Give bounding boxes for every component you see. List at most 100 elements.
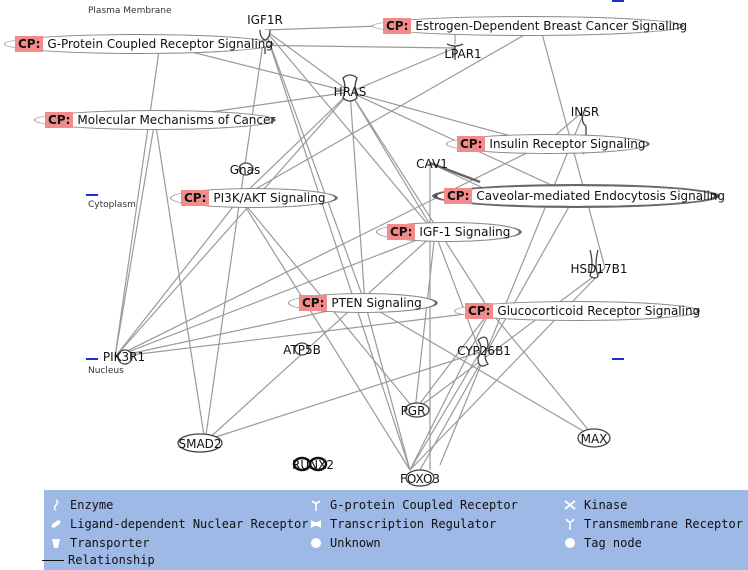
node-cav1[interactable]: CAV1 (416, 157, 448, 171)
pathway-caveolar-endocytosis[interactable]: CP: Caveolar-mediated Endocytosis Signal… (432, 184, 725, 208)
transmembrane-receptor-icon (564, 518, 576, 530)
pathway-pten[interactable]: CP: PTEN Signaling (288, 293, 438, 313)
hsd17b1-shape-icon (589, 249, 599, 279)
cp-tag: CP: (15, 36, 44, 52)
legend-item-gpcr: G-protein Coupled Receptor (310, 498, 518, 512)
edge (114, 232, 436, 358)
cp-tag: CP: (444, 188, 473, 204)
edge (349, 91, 491, 312)
legend-label: Kinase (584, 498, 628, 512)
kinase-icon (564, 499, 576, 511)
edge (114, 302, 366, 358)
smad2-shape-icon (177, 433, 223, 453)
node-gnas[interactable]: Gnas (229, 163, 261, 177)
pathway-label: G-Protein Coupled Receptor Signaling (47, 37, 273, 51)
edge (114, 43, 161, 358)
legend-item-unknown: Unknown (310, 536, 381, 550)
transcription-regulator-icon (310, 518, 322, 530)
edge (409, 310, 491, 471)
region-nucleus: Nucleus (88, 366, 124, 376)
pathway-label: Insulin Receptor Signaling (489, 137, 646, 151)
cp-tag: CP: (181, 190, 210, 206)
foxo3-shape-icon (405, 469, 435, 487)
node-runx2[interactable]: RUNX2 (292, 458, 334, 472)
max-shape-icon (577, 428, 611, 448)
node-max[interactable]: MAX (580, 432, 608, 446)
node-lpar1[interactable]: LPAR1 (444, 47, 482, 61)
region-plasma-membrane: Plasma Membrane (88, 6, 172, 16)
legend-item-transcription: Transcription Regulator (310, 517, 496, 531)
edge (114, 91, 351, 358)
tag-node-icon (564, 537, 576, 549)
gpcr-icon (310, 499, 322, 511)
cp-tag: CP: (383, 18, 412, 34)
pathway-pi3k-akt[interactable]: CP: PI3K/AKT Signaling (170, 188, 338, 208)
legend-label: Enzyme (70, 498, 114, 512)
node-insr[interactable]: INSR (570, 105, 600, 119)
pathway-gpcr[interactable]: CP: G-Protein Coupled Receptor Signaling (4, 34, 274, 54)
edge (154, 119, 206, 443)
cp-tag: CP: (45, 112, 74, 128)
node-cyp26b1[interactable]: CYP26B1 (457, 344, 511, 358)
edge (439, 109, 586, 466)
pathway-igf1[interactable]: CP: IGF-1 Signaling (376, 222, 522, 242)
edge (114, 143, 546, 358)
legend-item-enzyme: Enzyme (50, 498, 113, 512)
edge (349, 91, 436, 234)
edge (434, 232, 481, 353)
cyp26b1-shape-icon (477, 336, 489, 367)
pathway-label: PTEN Signaling (331, 296, 422, 310)
legend-label: Transmembrane Receptor (584, 517, 743, 531)
edge (199, 351, 481, 443)
hras-shape-icon (342, 74, 358, 102)
node-hras[interactable]: HRAS (333, 85, 367, 99)
legend-label: Transcription Regulator (330, 517, 497, 531)
node-pgr[interactable]: PGR (400, 404, 426, 418)
region-marker (612, 0, 624, 2)
region-cytoplasm: Cytoplasm (88, 200, 136, 210)
pathway-insulin-receptor[interactable]: CP: Insulin Receptor Signaling (446, 134, 650, 154)
node-foxo3[interactable]: FOXO3 (399, 472, 441, 486)
transporter-icon (50, 537, 62, 549)
region-marker (86, 358, 98, 360)
gpcr-icon (446, 43, 464, 60)
node-igf1r[interactable]: IGF1R (247, 13, 283, 27)
edge (114, 197, 241, 358)
pathway-label: IGF-1 Signaling (419, 225, 511, 239)
edge (489, 310, 596, 439)
edge (364, 302, 596, 439)
legend-label: Transporter (70, 536, 150, 550)
legend-label: Relationship (68, 553, 155, 567)
node-pik3r1[interactable]: PIK3R1 (102, 350, 146, 364)
relationship-line-icon (42, 559, 64, 561)
node-smad2[interactable]: SMAD2 (178, 437, 222, 451)
pathway-label: Molecular Mechanisms of Cancer (77, 113, 276, 127)
pathway-glucocorticoid[interactable]: CP: Glucocorticoid Receptor Signaling (454, 301, 700, 321)
edge (349, 47, 456, 93)
edge (364, 302, 411, 471)
legend-item-kinase: Kinase (564, 498, 627, 512)
cp-tag: CP: (465, 303, 494, 319)
node-hsd17b1[interactable]: HSD17B1 (570, 262, 628, 276)
edge (414, 267, 606, 411)
pathway-estrogen[interactable]: CP: Estrogen-Dependent Breast Cancer Sig… (372, 16, 687, 36)
network-diagram: Plasma Membrane Cytoplasm Nucleus IGF1R … (4, 0, 725, 487)
nuclear-receptor-icon (50, 518, 62, 530)
enzyme-icon (50, 499, 62, 511)
legend-label: Tag node (584, 536, 642, 550)
edge (264, 29, 411, 471)
pathway-label: Glucocorticoid Receptor Signaling (497, 304, 701, 318)
legend-panel: Enzyme Ligand-dependent Nuclear Receptor… (42, 490, 748, 570)
gnas-shape-icon (238, 162, 254, 176)
legend-item-relationship: Relationship (42, 553, 155, 567)
legend-label: G-protein Coupled Receptor (330, 498, 518, 512)
pathway-molecular-mechanisms[interactable]: CP: Molecular Mechanisms of Cancer (34, 110, 276, 130)
legend-item-transporter: Transporter (50, 536, 149, 550)
edge (264, 29, 436, 234)
edge (349, 91, 366, 304)
node-atp5b[interactable]: ATP5B (283, 343, 321, 357)
edge (264, 29, 366, 304)
pathway-label: PI3K/AKT Signaling (213, 191, 326, 205)
edges-layer (114, 25, 611, 487)
edge (204, 232, 436, 443)
